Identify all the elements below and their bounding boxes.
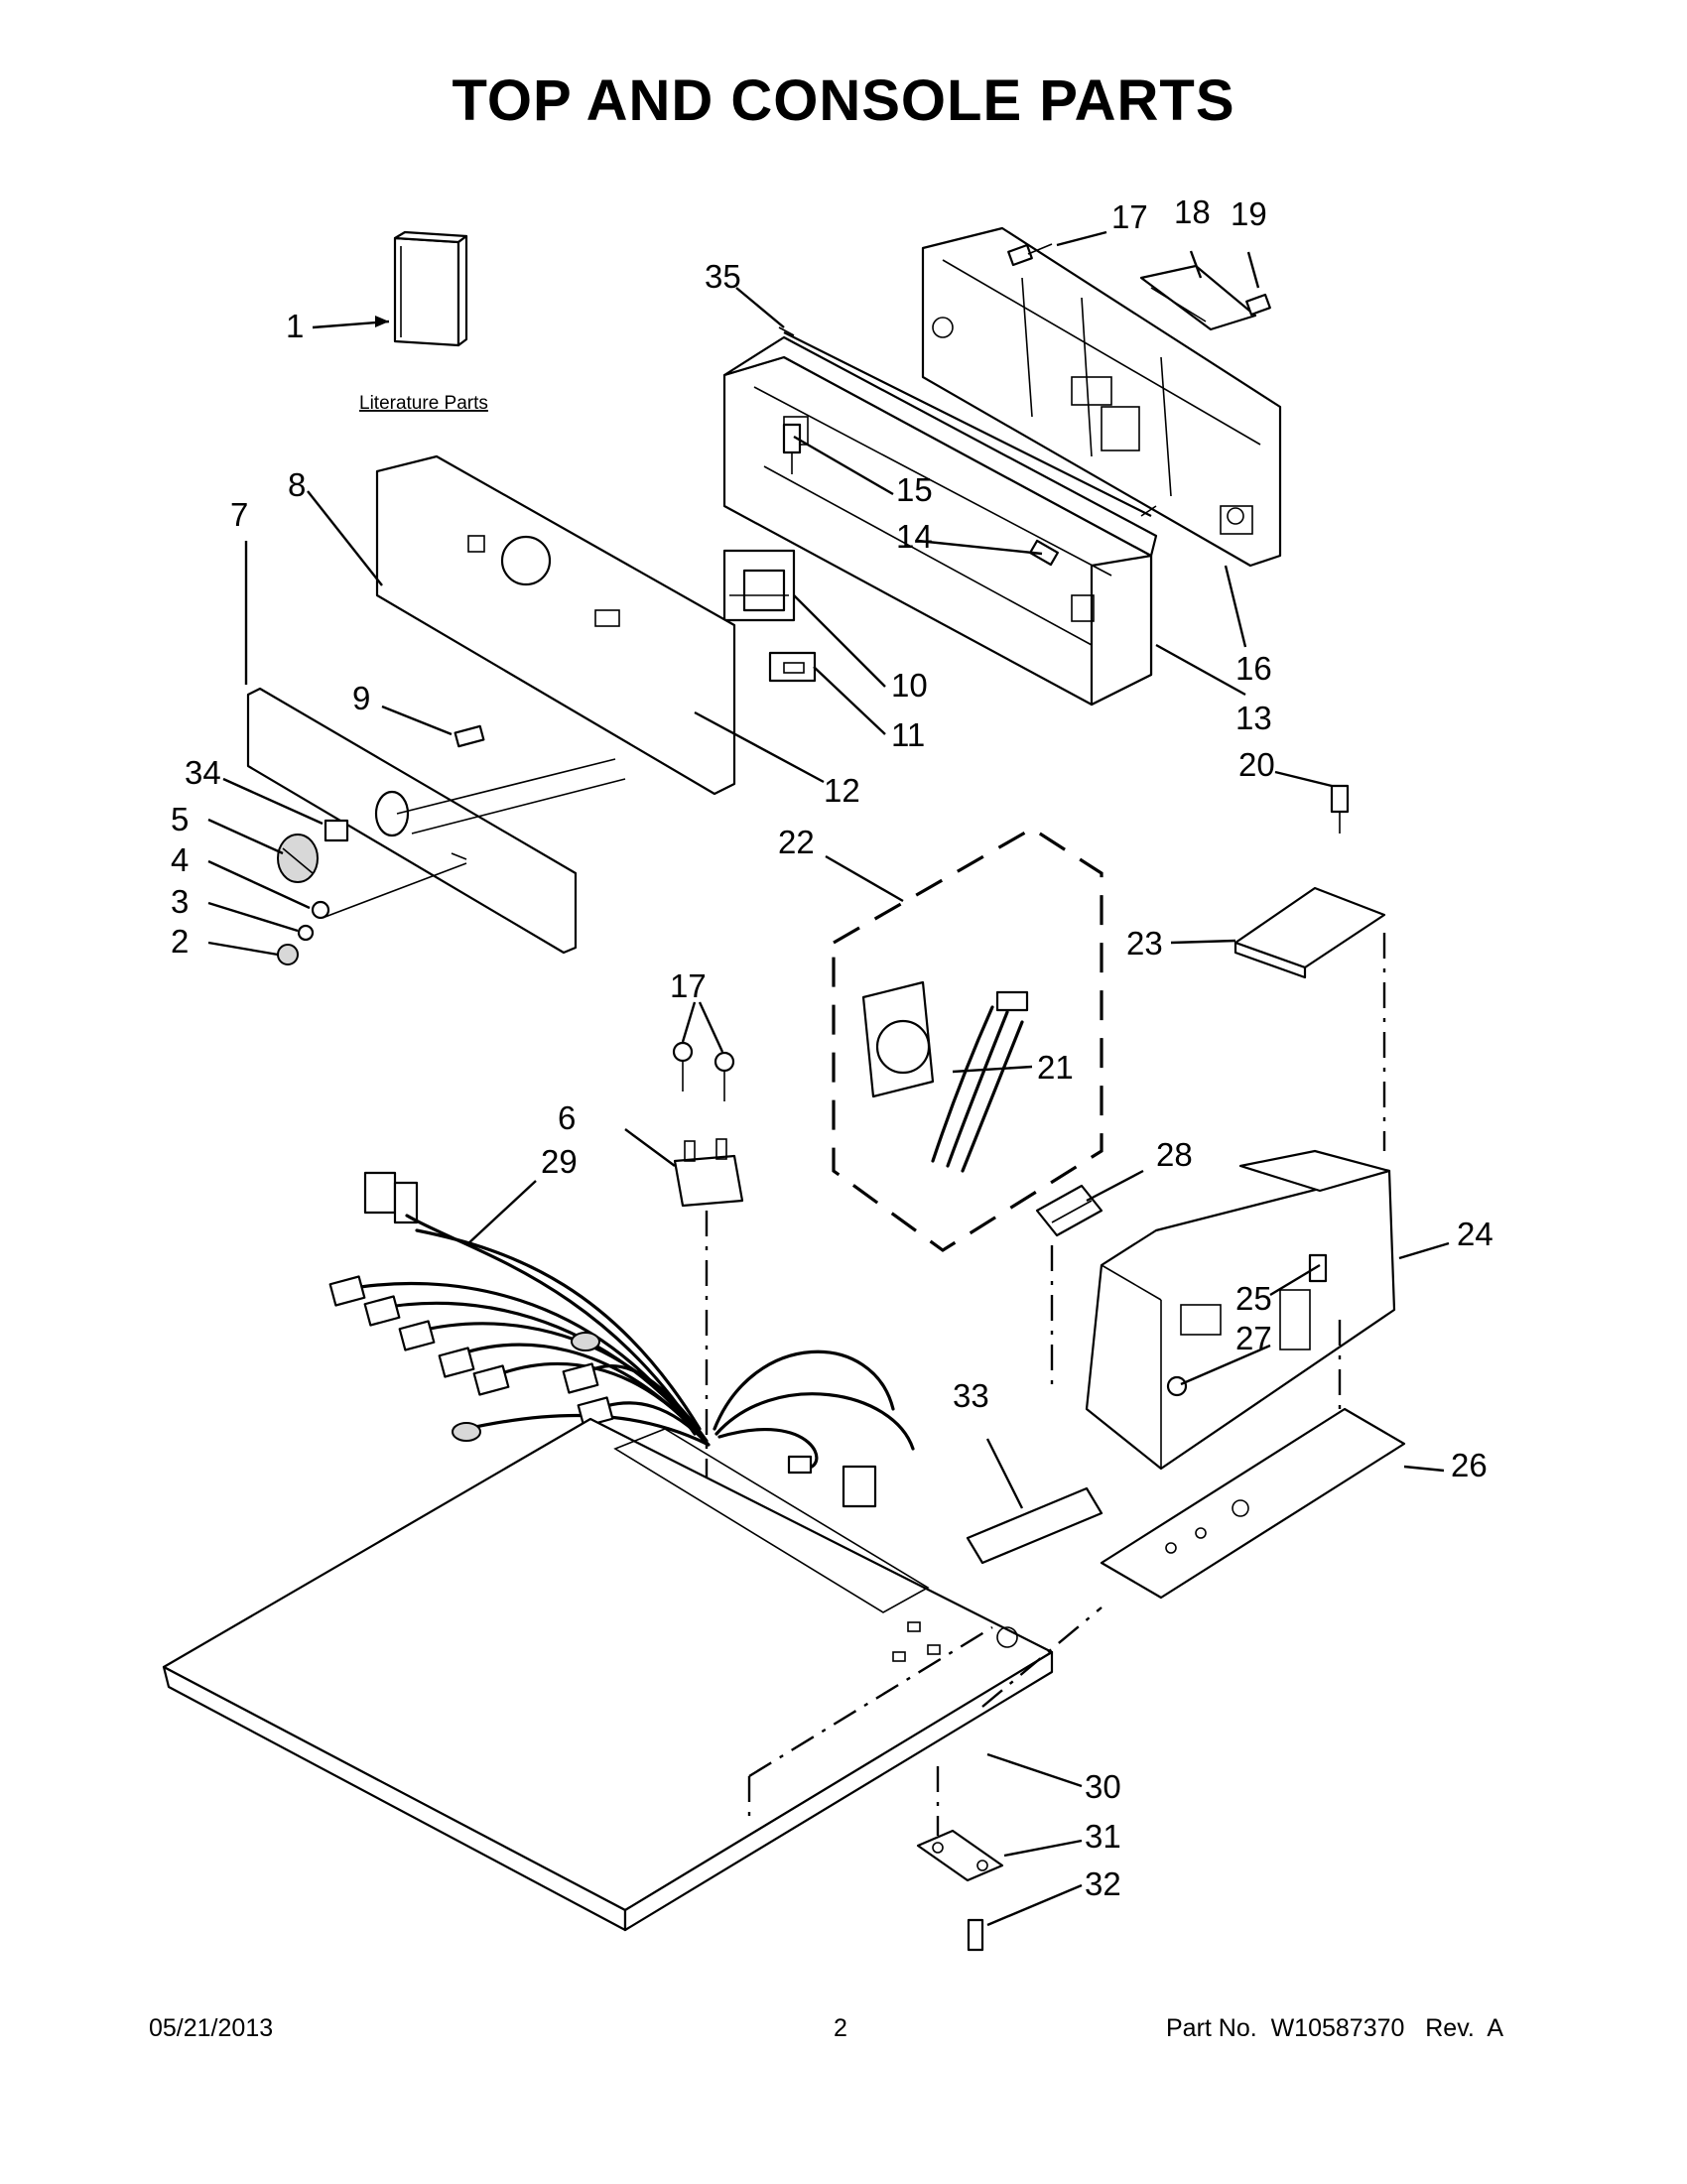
screw-2 bbox=[277, 944, 299, 965]
callout-23: 23 bbox=[1126, 925, 1163, 962]
dryer-top bbox=[162, 1417, 1054, 1932]
wire-harness bbox=[328, 1171, 915, 1508]
footer-part-number: Part No. W10587370 Rev. A bbox=[1166, 2014, 1503, 2042]
screw-14 bbox=[1029, 539, 1059, 567]
bracket-28 bbox=[1035, 1184, 1103, 1237]
kit-outline bbox=[832, 827, 1103, 1252]
literature-parts-label: Literature Parts bbox=[359, 393, 488, 414]
callout-14: 14 bbox=[896, 518, 933, 555]
terminal-block-housing bbox=[1085, 1149, 1396, 1471]
callout-10: 10 bbox=[891, 667, 928, 704]
callout-9: 9 bbox=[352, 680, 370, 716]
callout-20: 20 bbox=[1238, 746, 1275, 783]
callout-13: 13 bbox=[1235, 700, 1272, 736]
callout-28: 28 bbox=[1156, 1136, 1193, 1173]
callout-29: 29 bbox=[541, 1143, 578, 1180]
cover bbox=[1233, 886, 1386, 979]
bracket-31 bbox=[916, 1829, 1004, 1882]
literature-book bbox=[393, 230, 468, 347]
callout-32: 32 bbox=[1085, 1865, 1121, 1902]
callout-26: 26 bbox=[1451, 1447, 1488, 1483]
callout-24: 24 bbox=[1457, 1216, 1493, 1252]
callout-4: 4 bbox=[171, 841, 189, 878]
knob bbox=[277, 834, 319, 883]
plate-26 bbox=[1100, 1407, 1406, 1600]
callout-18: 18 bbox=[1174, 193, 1211, 230]
callout-33: 33 bbox=[953, 1377, 989, 1414]
callout-31: 31 bbox=[1085, 1818, 1121, 1855]
callout-2: 2 bbox=[171, 923, 189, 960]
console-housing bbox=[722, 335, 1158, 707]
fuse bbox=[1330, 784, 1350, 834]
callout-11: 11 bbox=[891, 716, 925, 753]
page-title: TOP AND CONSOLE PARTS bbox=[452, 68, 1235, 133]
screw-17-top bbox=[1007, 243, 1053, 267]
callout-3: 3 bbox=[171, 883, 189, 920]
board bbox=[1139, 264, 1257, 331]
callout-17-top: 17 bbox=[1111, 198, 1148, 235]
footer-date: 05/21/2013 bbox=[149, 2014, 274, 2042]
callout-15: 15 bbox=[896, 471, 933, 508]
knob-insert bbox=[324, 819, 349, 842]
timer bbox=[722, 549, 796, 622]
screw-9 bbox=[454, 724, 485, 748]
plate-33 bbox=[966, 1486, 1103, 1565]
thermostat-assembly bbox=[861, 980, 1029, 1173]
console-rear-panel bbox=[921, 226, 1282, 568]
callout-19: 19 bbox=[1231, 195, 1267, 232]
screw-15 bbox=[782, 423, 802, 474]
rod bbox=[783, 331, 1152, 517]
footer-page-number: 2 bbox=[834, 2014, 847, 2042]
screw-19 bbox=[1245, 293, 1271, 317]
callout-16: 16 bbox=[1235, 650, 1272, 687]
screw-32 bbox=[967, 1918, 984, 1952]
relay bbox=[673, 1138, 744, 1208]
callout-21: 21 bbox=[1037, 1049, 1074, 1086]
screw-17-relay-a bbox=[672, 1041, 694, 1092]
callout-34: 34 bbox=[185, 754, 221, 791]
console-trim bbox=[375, 454, 736, 796]
callout-35: 35 bbox=[705, 258, 741, 295]
callout-6: 6 bbox=[558, 1099, 576, 1136]
callout-7: 7 bbox=[230, 496, 248, 533]
washer bbox=[311, 900, 330, 920]
callout-25: 25 bbox=[1235, 1280, 1272, 1317]
clip bbox=[297, 924, 315, 942]
console-panel bbox=[246, 687, 578, 955]
callout-22: 22 bbox=[778, 824, 815, 860]
callout-27: 27 bbox=[1235, 1320, 1272, 1356]
callout-30: 30 bbox=[1085, 1768, 1121, 1805]
callout-5: 5 bbox=[171, 801, 189, 837]
callout-17-relay: 17 bbox=[670, 967, 707, 1004]
callout-8: 8 bbox=[288, 466, 306, 503]
screw-17-relay-b bbox=[714, 1051, 735, 1101]
callout-1: 1 bbox=[286, 308, 304, 344]
switch bbox=[768, 651, 817, 683]
callout-12: 12 bbox=[824, 772, 860, 809]
leaders bbox=[207, 230, 1450, 1927]
